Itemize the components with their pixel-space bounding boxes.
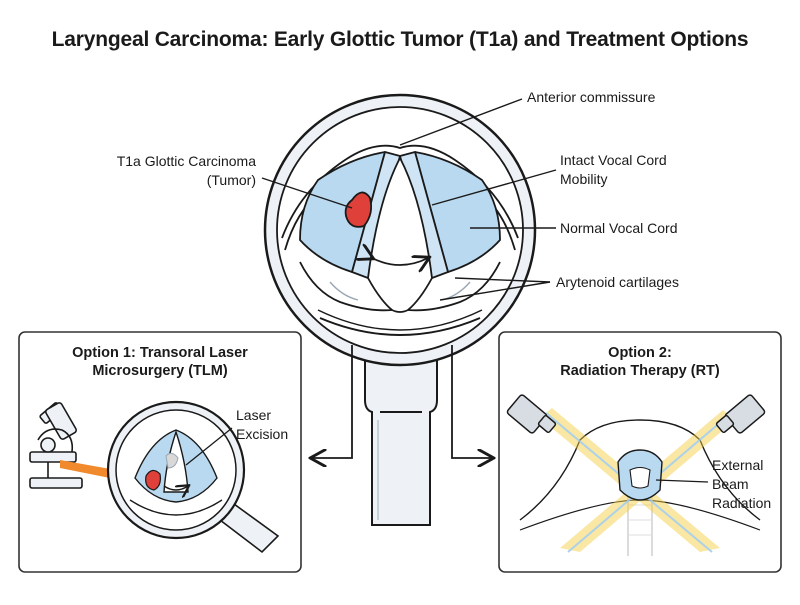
- option1-title-line2: Microsurgery (TLM): [92, 363, 228, 379]
- label-beam-line3: Radiation: [712, 495, 772, 511]
- option2-title-line2: Radiation Therapy (RT): [560, 363, 720, 379]
- endoscope-handle: [364, 349, 438, 526]
- label-arytenoid: Arytenoid cartilages: [556, 274, 679, 290]
- label-beam-line1: External: [712, 457, 764, 473]
- option2-title: Option 2: Radiation Therapy (RT): [499, 344, 781, 380]
- beam-source-right: [715, 394, 766, 434]
- leader-lines: [261, 98, 557, 301]
- label-mobility-line1: Intact Vocal Cord: [560, 152, 667, 168]
- label-mobility: Intact Vocal Cord Mobility: [560, 151, 667, 189]
- tlm-scope: [106, 400, 280, 554]
- option2-panel: [498, 331, 782, 573]
- label-mobility-line2: Mobility: [560, 171, 608, 187]
- connector-arrows: [312, 345, 492, 458]
- beam-source-left: [506, 394, 557, 434]
- diagram-title: Laryngeal Carcinoma: Early Glottic Tumor…: [51, 28, 749, 51]
- mobility-arrow: [372, 258, 428, 265]
- label-external-beam: External Beam Radiation: [712, 456, 771, 513]
- label-tumor-line2: (Tumor): [206, 172, 256, 188]
- option1-title-line1: Option 1: Transoral Laser: [72, 345, 248, 361]
- label-laser-line1: Laser: [236, 407, 272, 423]
- larynx-anatomy: [281, 144, 519, 313]
- label-beam-line2: Beam: [712, 476, 749, 492]
- label-normal-cord: Normal Vocal Cord: [560, 220, 678, 236]
- label-laser-line2: Excision: [236, 426, 289, 442]
- label-tumor-line1: T1a Glottic Carcinoma: [116, 153, 256, 169]
- label-laser-excision: Laser Excision: [236, 406, 288, 444]
- option1-panel: [18, 331, 302, 573]
- microscope-icon: [29, 402, 83, 489]
- tumor-shape: [344, 191, 373, 228]
- label-anterior-commissure: Anterior commissure: [527, 89, 656, 105]
- option2-title-line1: Option 2:: [608, 345, 672, 361]
- label-tumor: T1a Glottic Carcinoma (Tumor): [98, 152, 256, 190]
- option1-title: Option 1: Transoral Laser Microsurgery (…: [19, 344, 301, 380]
